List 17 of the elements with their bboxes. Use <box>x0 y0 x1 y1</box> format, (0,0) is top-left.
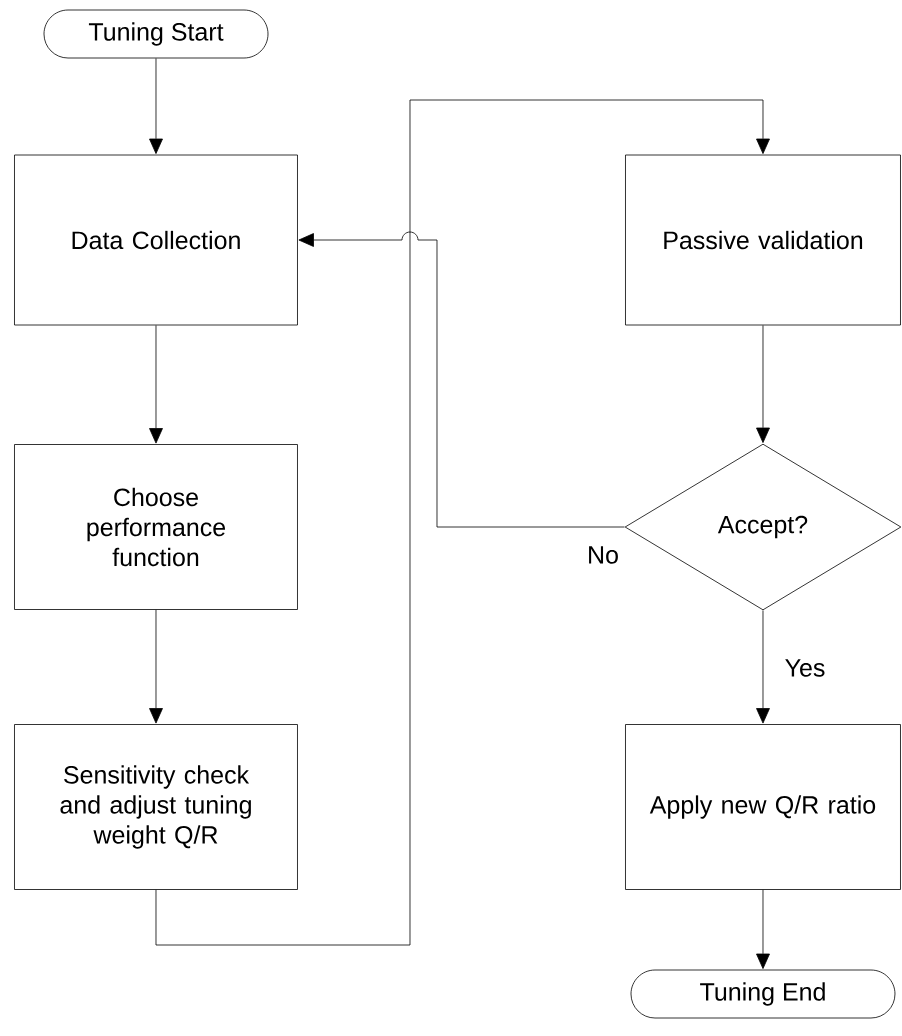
arrow <box>298 231 625 528</box>
arrow <box>149 325 163 444</box>
arrow <box>155 99 770 946</box>
process-box: Apply new Q/R ratio <box>625 724 901 890</box>
process-box: Choose performance function <box>14 444 298 610</box>
arrow <box>756 610 770 724</box>
terminal-box: Tuning Start <box>43 9 269 59</box>
arrow <box>756 325 770 443</box>
arrow <box>756 889 770 969</box>
arrow <box>149 58 163 154</box>
edge-label: Yes <box>782 657 828 679</box>
terminal-box: Tuning End <box>630 969 896 1019</box>
edge-label: No <box>585 544 621 566</box>
arrow <box>149 609 163 724</box>
process-box: Passive validation <box>625 154 901 326</box>
process-box: Data Collection <box>14 154 298 326</box>
process-box: Sensitivity check and adjust tuning weight Q/R <box>14 724 298 890</box>
